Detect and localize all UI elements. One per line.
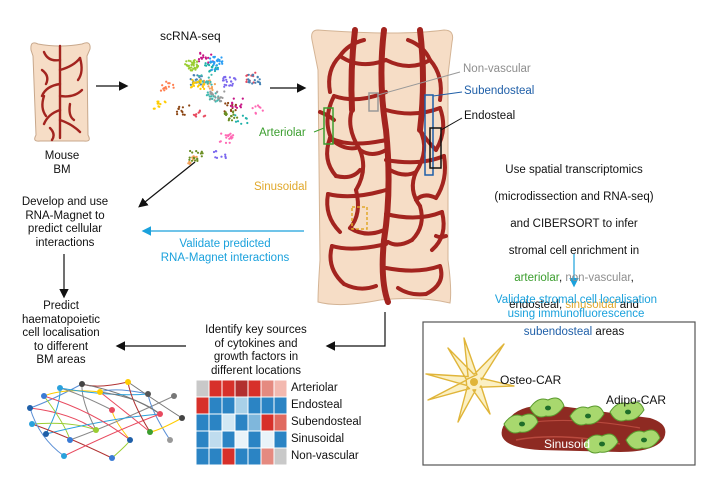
mouse-bm-bone <box>30 42 91 142</box>
adipo-car-label: Adipo-CAR <box>606 393 667 407</box>
bone-section <box>311 27 463 306</box>
sinusoid-label: Sinusoid <box>544 437 591 451</box>
spatial-transcriptomics-text: Use spatial transcriptomics (microdissec… <box>468 150 680 339</box>
immunofluorescence-panel <box>422 321 696 466</box>
subendosteal-region-box <box>424 94 434 176</box>
heatmap-row-label: Arteriolar <box>291 382 338 394</box>
sinusoidal-region-box <box>351 206 368 230</box>
heatmap-row-label: Sinusoidal <box>291 433 345 445</box>
heatmap-row-label: Subendosteal <box>291 416 362 428</box>
non-vascular-label: Non-vascular <box>463 63 531 75</box>
endosteal-region-box <box>429 127 442 169</box>
spatial-comma-1: , <box>558 271 563 284</box>
spatial-line-4: stromal cell enrichment in <box>508 244 640 257</box>
osteo-car-label: Osteo-CAR <box>500 373 562 387</box>
sinusoidal-label: Sinusoidal <box>254 181 308 193</box>
spatial-and-word: and <box>619 298 639 311</box>
heatmap-row-label: Non-vascular <box>291 450 359 462</box>
spatial-arteriolar-word: arteriolar <box>514 271 559 284</box>
osteo-car-cell <box>425 337 515 423</box>
subendosteal-label: Subendosteal <box>464 85 535 97</box>
flow-arrows <box>59 81 579 351</box>
cell-interaction-network <box>27 379 185 461</box>
endosteal-label: Endosteal <box>464 110 516 122</box>
spatial-sinusoidal-word: sinusoidal <box>565 298 617 311</box>
validate-stromal-text: Validate stromal cell localisation using… <box>494 294 658 320</box>
arteriolar-label: Arteriolar <box>259 127 306 139</box>
adipo-car-cells <box>503 397 661 454</box>
spatial-line-2: (microdissection and RNA-seq) <box>494 190 654 203</box>
non-vascular-region-box <box>368 92 379 112</box>
tsne-plot <box>152 51 264 165</box>
spatial-line-3: and CIBERSORT to infer <box>510 217 638 230</box>
spatial-nonvascular-word: non-vascular <box>565 271 631 284</box>
develop-rna-magnet-text: Develop and use RNA-Magnet to predict ce… <box>21 196 109 249</box>
predict-localisation-text: Predict haematopoietic cell localisation… <box>22 300 100 366</box>
spatial-endosteal-word: endosteal, <box>509 298 563 311</box>
identify-sources-text: Identify key sources of cytokines and gr… <box>205 324 307 377</box>
spatial-subendosteal-word: subendosteal <box>523 325 593 338</box>
spatial-areas-word: areas <box>595 325 625 338</box>
validate-predicted-text: Validate predicted RNA-Magnet interactio… <box>160 238 290 264</box>
scrna-seq-label: scRNA-seq <box>160 29 221 43</box>
heatmap <box>195 379 288 466</box>
spatial-comma-2: , <box>630 271 634 284</box>
arteriolar-region-box <box>323 107 334 145</box>
mouse-bm-label: Mouse BM <box>44 150 80 176</box>
spatial-line-1: Use spatial transcriptomics <box>505 163 643 176</box>
heatmap-row-label: Endosteal <box>291 399 343 411</box>
